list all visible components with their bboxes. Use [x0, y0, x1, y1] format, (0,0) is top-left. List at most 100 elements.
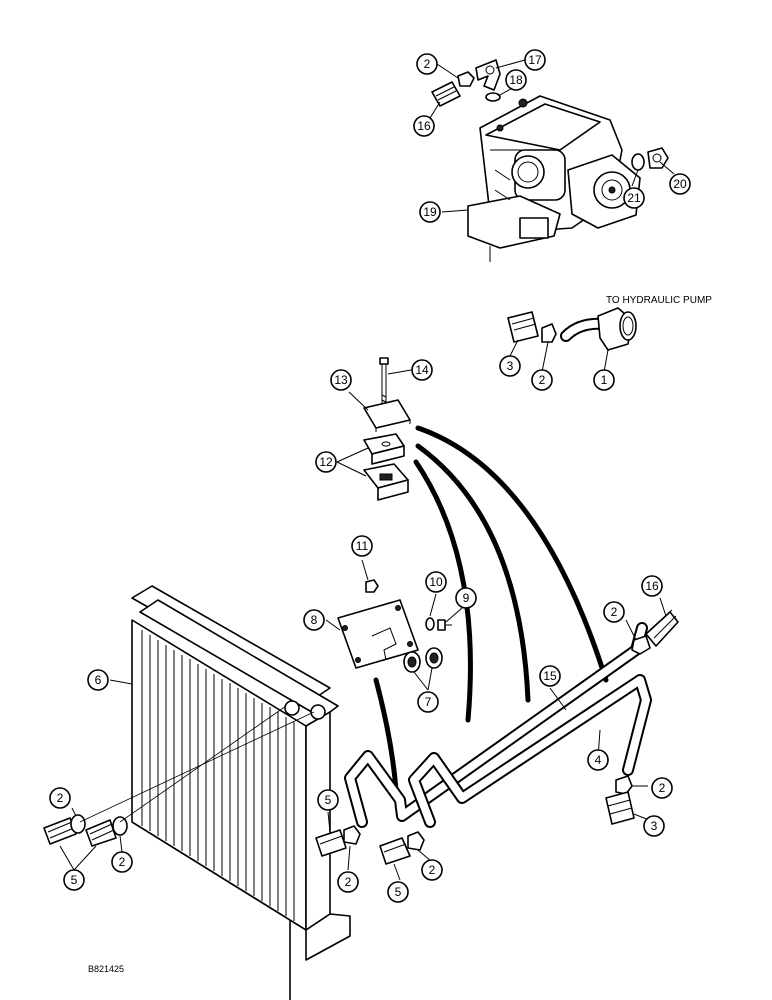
o-ring-18 — [485, 92, 501, 102]
svg-text:15: 15 — [543, 669, 557, 683]
callout-4: 4 — [587, 749, 609, 771]
callout-14: 14 — [411, 359, 433, 381]
callout-2: 2 — [531, 369, 553, 391]
figure-code: B821425 — [88, 964, 124, 974]
nut-2-left-a — [70, 814, 86, 834]
callout-11: 11 — [351, 535, 373, 557]
svg-text:2: 2 — [57, 791, 64, 805]
hose-routing-lines — [373, 425, 609, 793]
callout-17: 17 — [524, 49, 546, 71]
callout-9: 9 — [455, 587, 477, 609]
svg-text:2: 2 — [611, 605, 618, 619]
svg-text:10: 10 — [429, 575, 443, 589]
nut-2-top-right — [541, 323, 557, 343]
svg-text:6: 6 — [95, 673, 102, 687]
svg-text:4: 4 — [595, 753, 602, 767]
callout-19: 19 — [419, 201, 441, 223]
svg-text:19: 19 — [423, 205, 437, 219]
clamp-plate-13 — [363, 399, 411, 432]
callout-5: 5 — [63, 869, 85, 891]
screw-9 — [437, 619, 452, 631]
callout-16: 16 — [413, 115, 435, 137]
callout-16: 16 — [641, 575, 663, 597]
callout-2: 2 — [421, 859, 443, 881]
reference-lines — [79, 705, 315, 823]
callout-1: 1 — [593, 369, 615, 391]
svg-text:21: 21 — [627, 191, 641, 205]
plug-20 — [647, 147, 669, 169]
sleeve-5-left-b — [85, 819, 117, 847]
tube-4 — [408, 674, 652, 828]
callout-2: 2 — [651, 777, 673, 799]
clamp-half-12-lower — [363, 463, 409, 501]
sleeve-3-top-right — [507, 311, 539, 343]
callout-7: 7 — [417, 691, 439, 713]
callout-3: 3 — [643, 815, 665, 837]
o-ring-21 — [631, 153, 645, 171]
nut-2-center-a — [343, 825, 361, 845]
grommet-7b — [425, 647, 443, 669]
svg-text:18: 18 — [509, 73, 523, 87]
nut-2-right-lower — [615, 775, 633, 795]
sleeve-16-pump — [431, 81, 461, 107]
callout-20: 20 — [669, 173, 691, 195]
nut-2-left-b — [112, 816, 128, 836]
sleeve-5-center-b — [379, 837, 411, 865]
callout-5: 5 — [387, 881, 409, 903]
tube-fitting-1 — [560, 307, 637, 351]
callout-12: 12 — [315, 451, 337, 473]
svg-text:2: 2 — [659, 781, 666, 795]
svg-text:2: 2 — [429, 863, 436, 877]
callout-18: 18 — [505, 69, 527, 91]
nut-2-pump — [457, 71, 475, 87]
svg-text:5: 5 — [395, 885, 402, 899]
svg-text:16: 16 — [417, 119, 431, 133]
callout-8: 8 — [303, 609, 325, 631]
svg-text:3: 3 — [507, 359, 514, 373]
svg-text:5: 5 — [325, 793, 332, 807]
grommet-7a — [403, 651, 421, 673]
bracket-plate-8 — [337, 599, 419, 669]
nut-2-center-b — [407, 831, 425, 851]
washer-10 — [425, 617, 435, 631]
svg-text:9: 9 — [463, 591, 470, 605]
svg-text:2: 2 — [539, 373, 546, 387]
svg-text:8: 8 — [311, 613, 318, 627]
svg-text:12: 12 — [319, 455, 333, 469]
svg-text:11: 11 — [356, 539, 369, 553]
svg-text:20: 20 — [673, 177, 687, 191]
callout-15: 15 — [539, 665, 561, 687]
oil-cooler-6 — [131, 585, 351, 1000]
svg-text:5: 5 — [71, 873, 78, 887]
svg-text:7: 7 — [425, 695, 432, 709]
svg-text:1: 1 — [601, 373, 608, 387]
callout-5: 5 — [317, 789, 339, 811]
svg-text:17: 17 — [528, 53, 542, 67]
callout-2: 2 — [603, 601, 625, 623]
svg-text:13: 13 — [334, 373, 348, 387]
pump-fitting-17 — [475, 59, 501, 91]
svg-text:16: 16 — [645, 579, 659, 593]
callout-21: 21 — [623, 187, 645, 209]
svg-text:2: 2 — [345, 875, 352, 889]
nut-2-right-upper — [631, 635, 651, 655]
callout-13: 13 — [330, 369, 352, 391]
clamp-half-12-upper — [363, 433, 405, 465]
sleeve-16-right — [645, 609, 679, 647]
svg-text:3: 3 — [651, 819, 658, 833]
svg-text:2: 2 — [424, 57, 431, 71]
callout-2: 2 — [337, 871, 359, 893]
sleeve-3-right-lower — [605, 791, 635, 825]
nut-11 — [365, 579, 379, 593]
callout-2: 2 — [416, 53, 438, 75]
callout-10: 10 — [425, 571, 447, 593]
sleeve-5-left-a — [43, 817, 77, 845]
callout-2: 2 — [111, 851, 133, 873]
callout-2: 2 — [49, 787, 71, 809]
callout-6: 6 — [87, 669, 109, 691]
callout-3: 3 — [499, 355, 521, 377]
to-hydraulic-pump-label: TO HYDRAULIC PUMP — [606, 295, 712, 306]
sleeve-5-center-a — [315, 829, 347, 857]
svg-text:14: 14 — [415, 363, 429, 377]
